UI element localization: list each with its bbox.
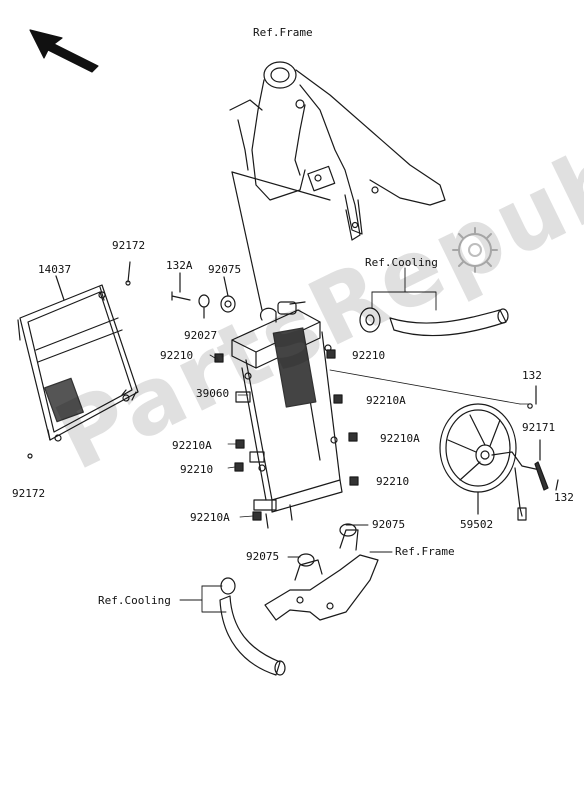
part-132-top: 132 (522, 369, 542, 382)
frame-reference-top (229, 61, 446, 241)
leader-132-bottom (555, 479, 559, 491)
part-39060: 39060 (196, 387, 230, 400)
leader-frame-2 (231, 171, 331, 201)
part-92210-left-1: 92210 (160, 349, 194, 362)
ref-cooling-left: Ref.Cooling (98, 594, 171, 607)
part-92075-top: 92075 (208, 263, 242, 276)
leader-92172-top (127, 261, 131, 283)
part-92172-bottom: 92172 (12, 487, 46, 500)
part-132-bottom: 132 (554, 491, 574, 504)
part-59502: 59502 (460, 518, 494, 531)
part-92210-right-1: 92210 (352, 349, 386, 362)
part-92075-bottom: 92075 (246, 550, 280, 563)
screw-92172-bottom (27, 453, 33, 459)
part-132A: 132A (166, 259, 193, 272)
gear-icon (452, 227, 498, 273)
leader-cooling-left (201, 585, 227, 613)
leader-cooling-right (371, 291, 437, 311)
part-92075-right: 92075 (372, 518, 406, 531)
radiator-guard (17, 284, 139, 442)
part-92210-right-2: 92210 (376, 475, 410, 488)
lower-bracket (264, 523, 379, 621)
leader-14037 (55, 275, 65, 301)
part-14037: 14037 (38, 263, 72, 276)
part-92210-left-2: 92210 (180, 463, 214, 476)
ref-frame-bottom: Ref.Frame (395, 545, 455, 558)
ref-cooling-right: Ref.Cooling (365, 256, 438, 269)
radiator-core (231, 301, 343, 529)
leader-92075-top (223, 276, 229, 297)
part-92210A-right-2: 92210A (380, 432, 420, 445)
part-92027: 92027 (184, 329, 218, 342)
direction-arrow-icon (29, 29, 99, 73)
part-92210A-right-1: 92210A (366, 394, 406, 407)
part-92172-top: 92172 (112, 239, 146, 252)
screw-92172-top (125, 280, 131, 286)
part-92210A-left: 92210A (172, 439, 212, 452)
leader-frame (231, 171, 263, 311)
lower-hose (219, 577, 286, 676)
part-92210A-bottom: 92210A (190, 511, 230, 524)
upper-hose (359, 307, 509, 337)
part-92171: 92171 (522, 421, 556, 434)
ref-frame-top: Ref.Frame (253, 26, 313, 39)
mounting-hardware-top (171, 291, 236, 313)
bolt-132-top (527, 403, 533, 409)
